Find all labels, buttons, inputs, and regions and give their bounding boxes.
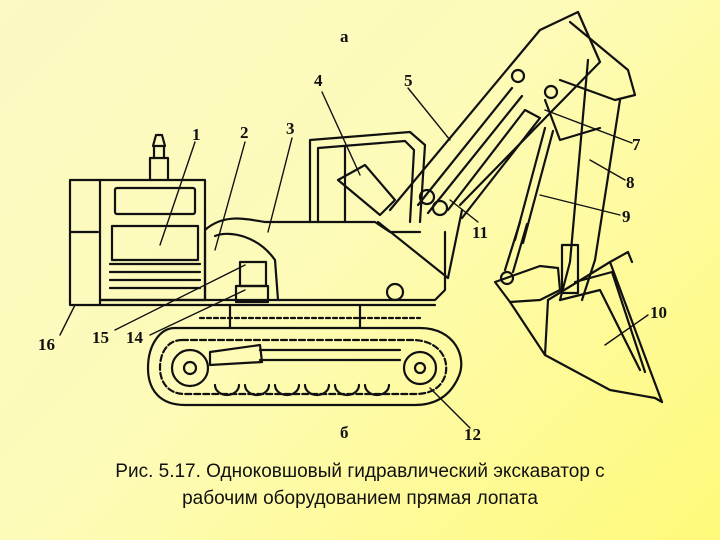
- callout-10: 10: [650, 303, 667, 322]
- callout-11: 11: [472, 223, 488, 242]
- callout-5: 5: [404, 71, 413, 90]
- engine-housing: [68, 133, 207, 307]
- boom-cylinder: [416, 86, 542, 220]
- operator-cab: [308, 130, 427, 224]
- callout-14: 14: [126, 328, 144, 347]
- callout-8: 8: [626, 173, 635, 192]
- figure-caption: Рис. 5.17. Одноковшовый гидравлический э…: [0, 458, 720, 512]
- stick: [543, 20, 637, 302]
- bucket: [493, 243, 664, 404]
- view-label-a: а: [340, 27, 349, 46]
- turntable-body: [98, 217, 447, 307]
- callout-4: 4: [314, 71, 323, 90]
- crawler-track: [146, 303, 463, 407]
- callout-3: 3: [286, 119, 295, 138]
- caption-line-1: Рис. 5.17. Одноковшовый гидравлический э…: [115, 461, 605, 482]
- callout-15: 15: [92, 328, 109, 347]
- boom: [376, 10, 602, 280]
- callout-2: 2: [240, 123, 249, 142]
- callout-1: 1: [192, 125, 201, 144]
- callout-12: 12: [464, 425, 481, 444]
- callout-leaders: [59, 87, 649, 429]
- bucket-cylinder: [499, 126, 555, 286]
- callout-7: 7: [632, 135, 641, 154]
- view-label-b: б: [340, 423, 349, 442]
- callout-9: 9: [622, 207, 631, 226]
- caption-line-2: рабочим оборудованием прямая лопата: [182, 488, 538, 509]
- callout-16: 16: [38, 335, 55, 354]
- callout-labels: а б 1 2 3 4 5 7 8 9 10 11 12 14 15 16: [38, 27, 667, 444]
